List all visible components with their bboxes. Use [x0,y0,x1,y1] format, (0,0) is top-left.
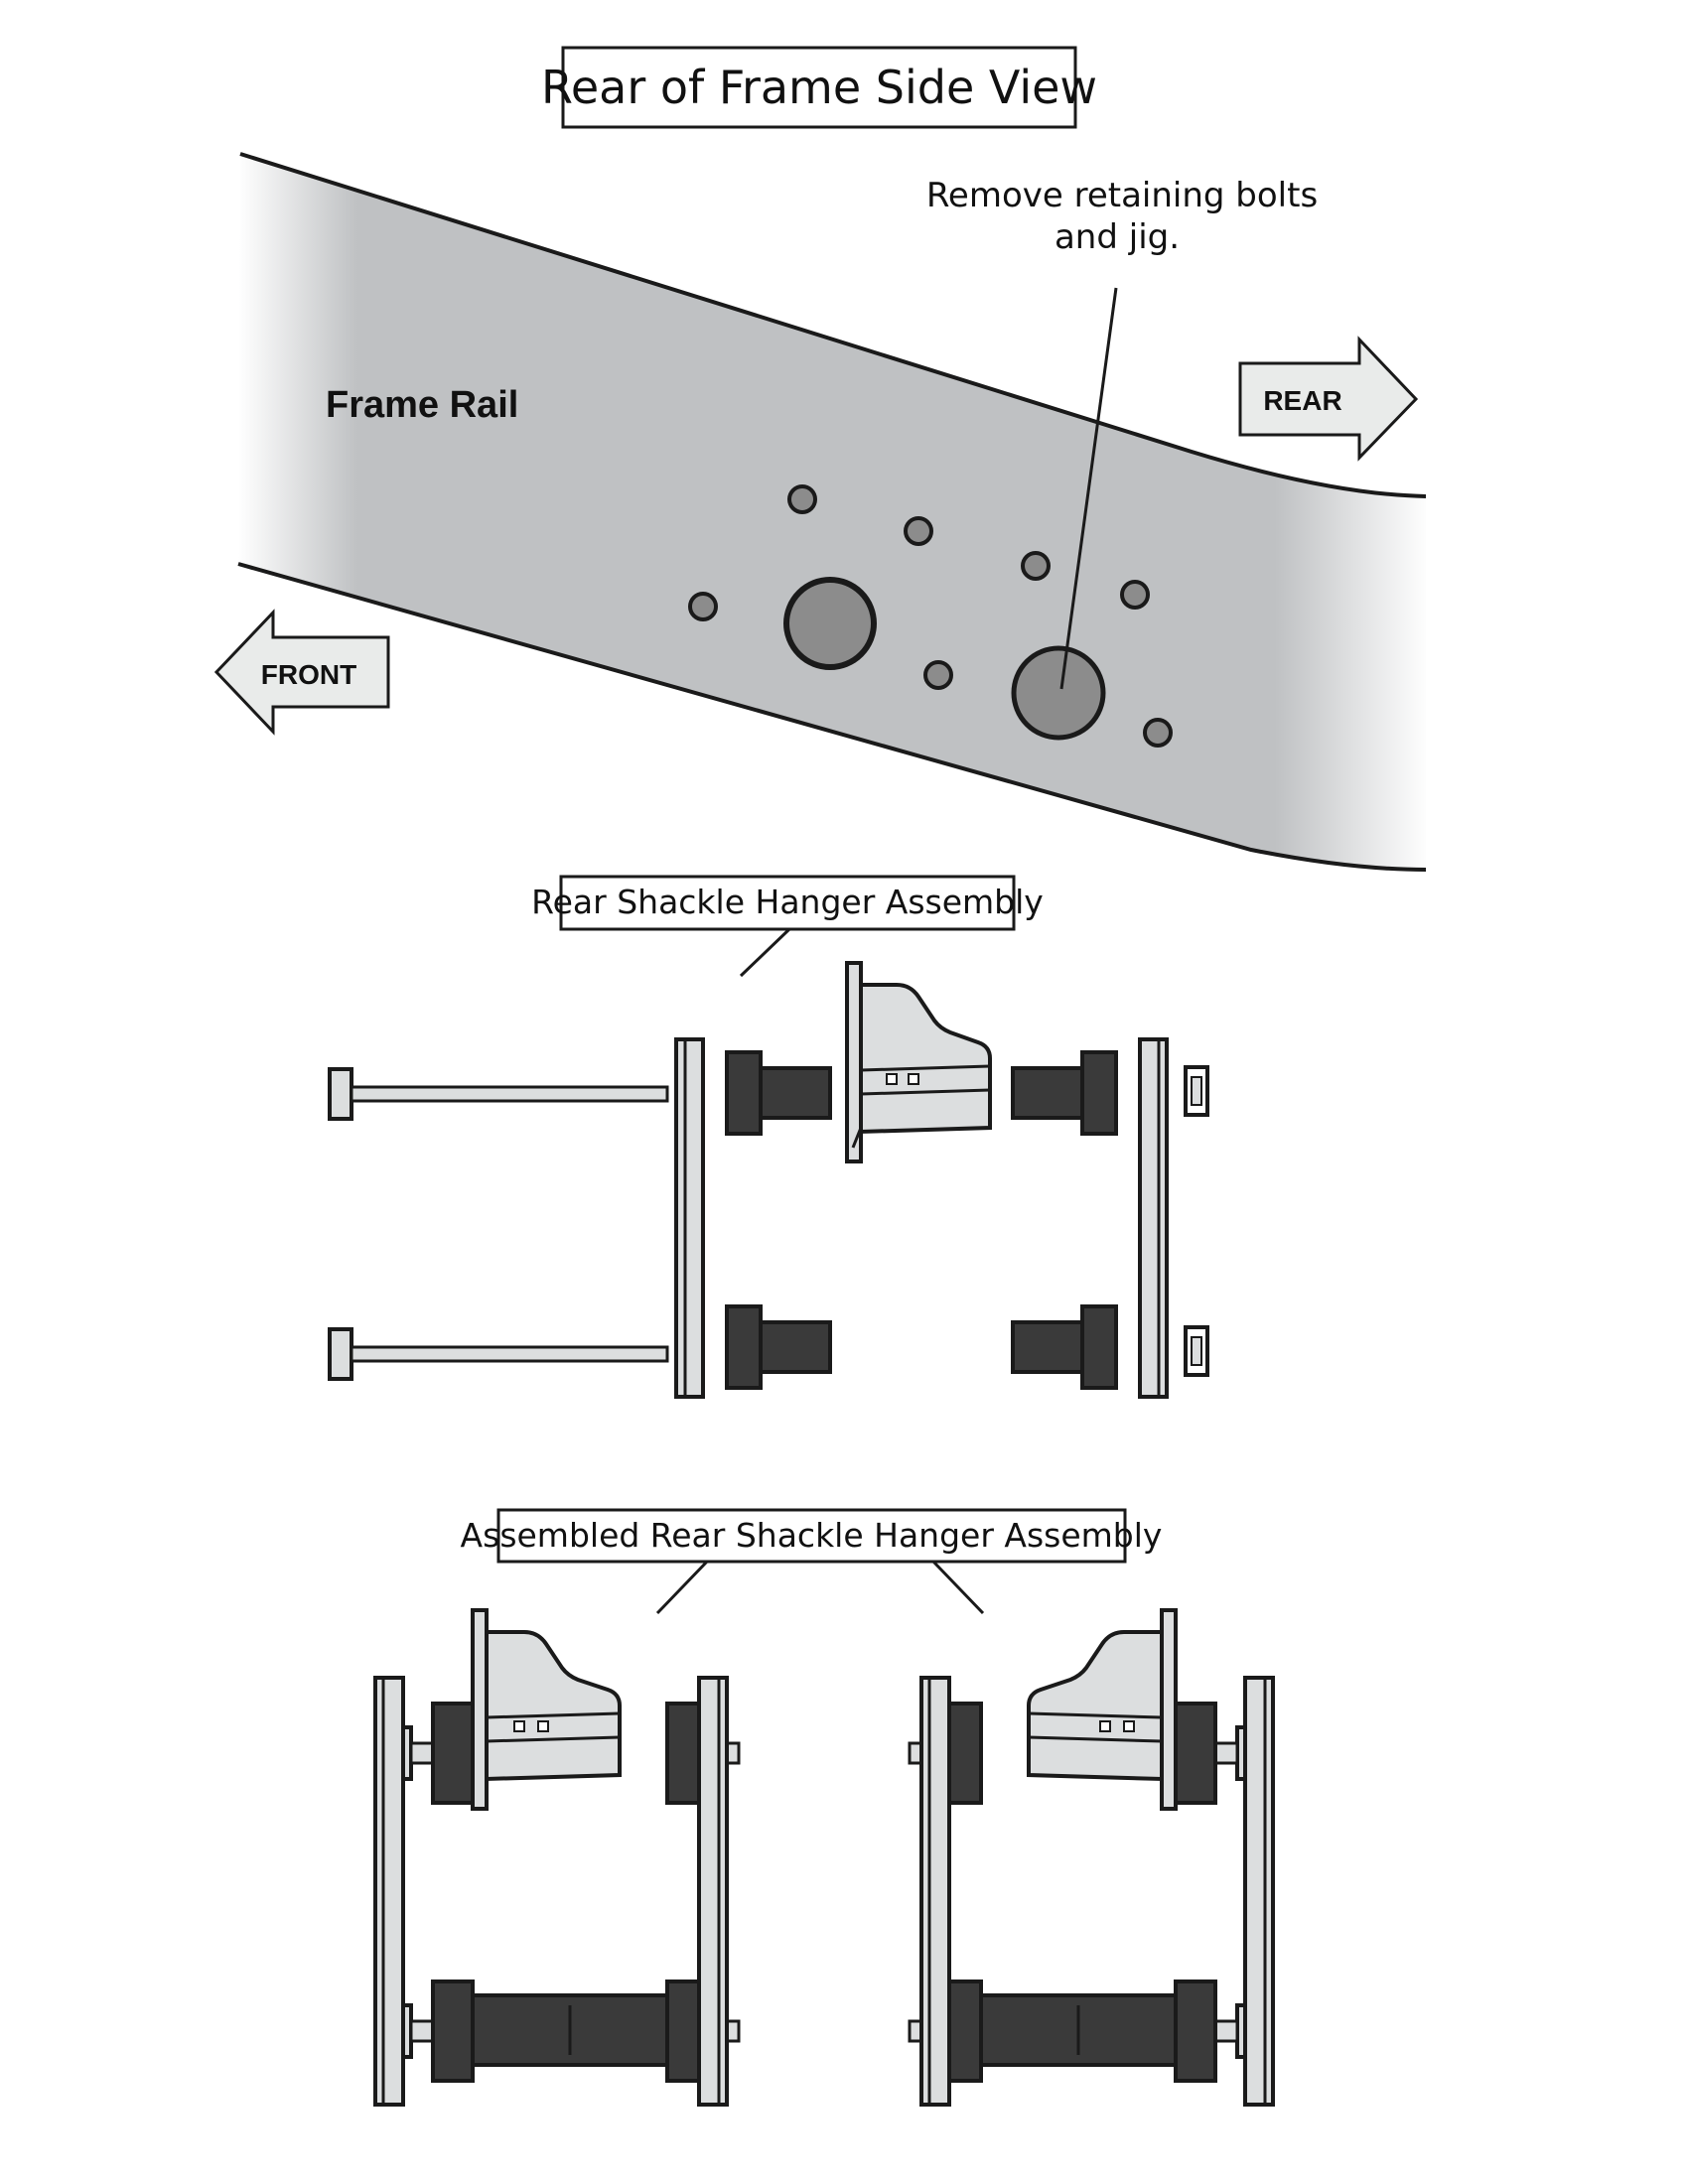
shackle-plate-left [674,1037,705,1399]
bushing-bottom-left [725,1304,832,1390]
frame-rail-label: Frame Rail [326,384,518,426]
callout-text-line1: Remove retaining bolts [926,176,1318,215]
rear-assembly-label: Rear Shackle Hanger Assembly [531,883,1044,921]
shackle-plate-right [1138,1037,1169,1399]
frame-rail [237,152,1427,872]
assembled-label-box: Assembled Rear Shackle Hanger Assembly [461,1508,1163,1564]
long-bolt-bottom [328,1327,669,1381]
hole [923,660,953,690]
exploded-parts [328,961,1209,1399]
nut-bottom [1184,1325,1209,1377]
assembled-shackle-right [908,1608,1275,2107]
front-arrow-icon [213,609,390,736]
bushing-bottom-right [1011,1304,1118,1390]
front-arrow-label: FRONT [261,659,356,690]
page-title: Rear of Frame Side View [541,61,1097,114]
title-box: Rear of Frame Side View [541,46,1097,129]
hole [1120,580,1150,610]
hole [688,592,718,621]
nut-top [1184,1065,1209,1117]
rear-arrow-icon [1238,336,1419,462]
shackle-hanger [845,961,992,1163]
assembled-leader-line-right [931,1560,985,1615]
frame-holes [688,484,1173,748]
callout-leader-line [1059,287,1118,690]
bushing-top-right [1011,1050,1118,1136]
hole [1143,718,1173,748]
assembly-leader-line [739,927,791,978]
long-bolt-top [328,1067,669,1121]
large-hole [783,577,877,670]
callout-text-line2: and jig. [1055,217,1180,257]
bushing-top-left [725,1050,832,1136]
rear-assembly-label-box: Rear Shackle Hanger Assembly [531,875,1044,931]
assembled-label: Assembled Rear Shackle Hanger Assembly [461,1516,1163,1555]
hole [787,484,817,514]
assembled-shackle-left [373,1608,741,2107]
assembled-leader-line-left [655,1560,709,1615]
hole [1021,551,1051,581]
hole [904,516,933,546]
large-hole [1011,645,1106,741]
rear-arrow-label: REAR [1263,385,1341,416]
